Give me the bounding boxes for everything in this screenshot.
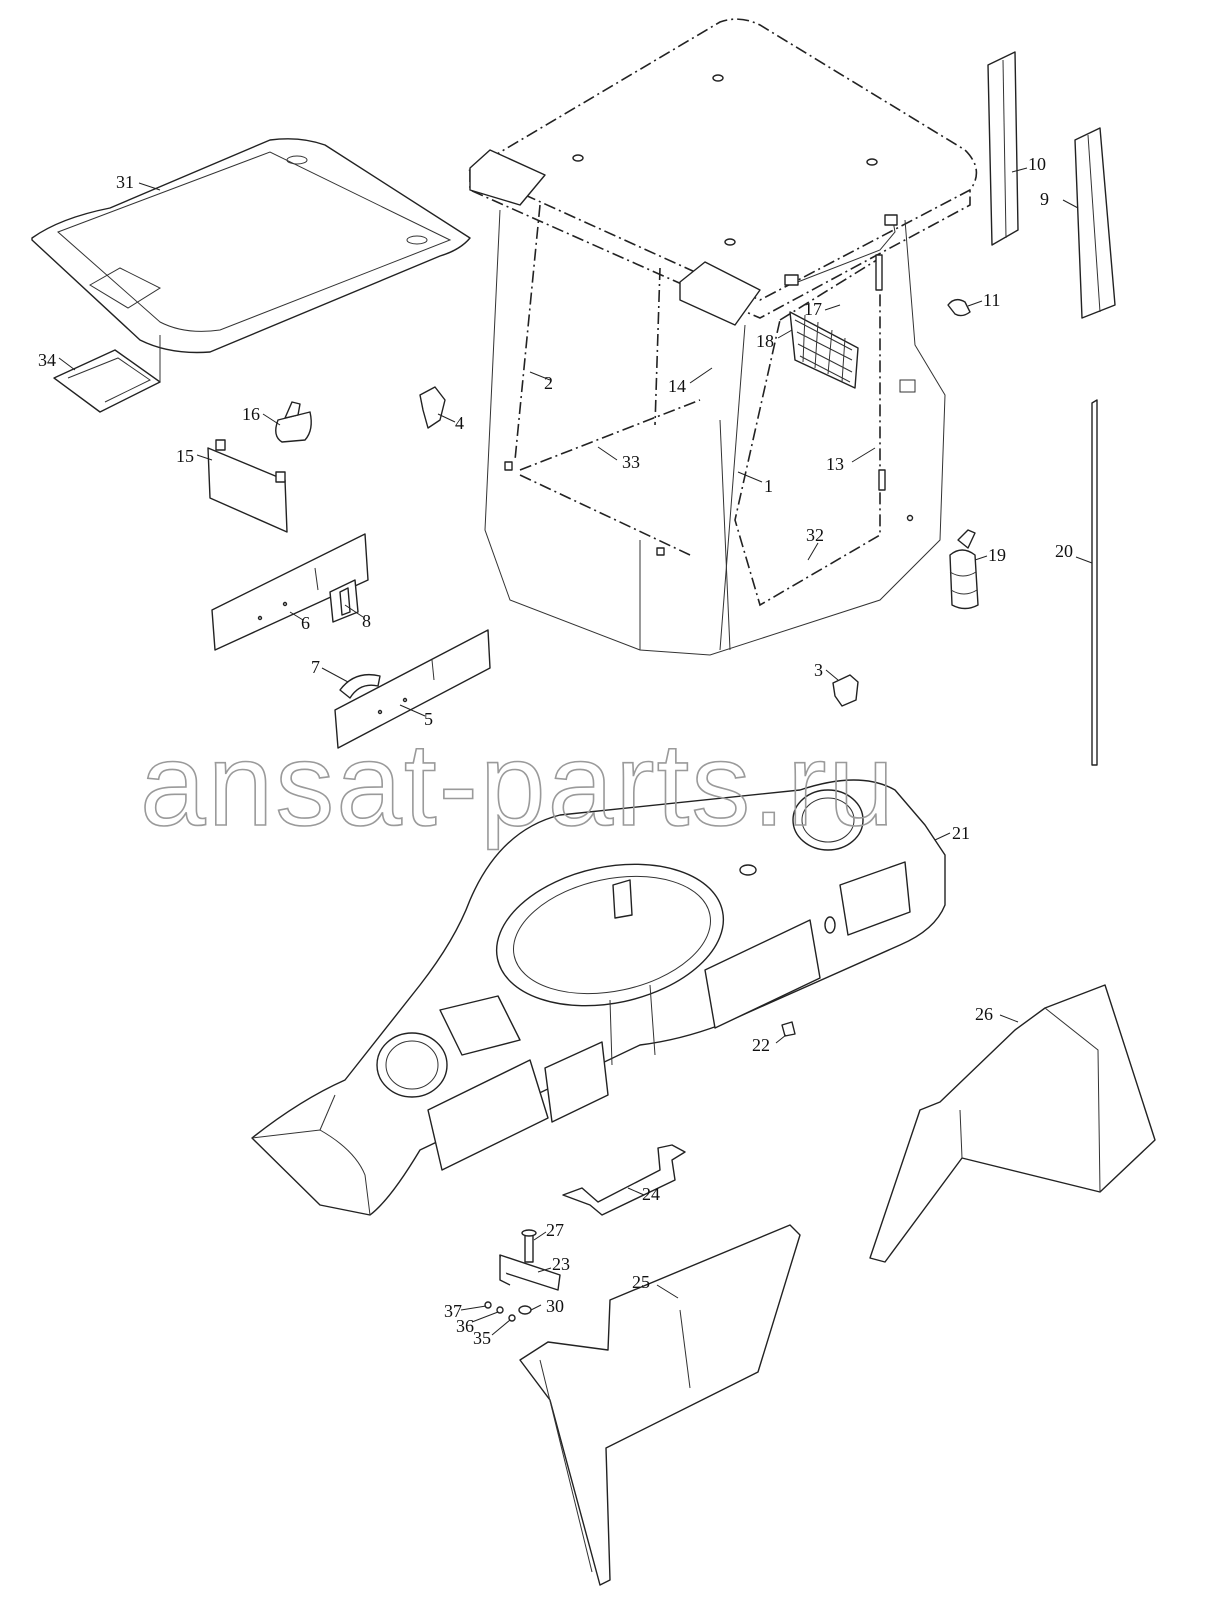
callout-24: 24	[642, 1184, 660, 1204]
screw	[781, 1021, 796, 1037]
fastener-set	[484, 1229, 561, 1322]
callout-23: 23	[552, 1254, 570, 1274]
callout-17: 17	[804, 299, 822, 319]
callout-10: 10	[1028, 154, 1046, 174]
callout-27: 27	[546, 1220, 564, 1240]
trim-panel-lower	[334, 629, 491, 749]
channel-strip	[987, 51, 1019, 246]
callout-31: 31	[116, 172, 134, 192]
mesh-grille	[789, 311, 859, 389]
callout-1: 1	[764, 476, 773, 496]
callout-15: 15	[176, 446, 194, 466]
dashboard	[251, 779, 946, 1216]
callout-30: 30	[546, 1296, 564, 1316]
callout-33: 33	[622, 452, 640, 472]
leader-lines	[58, 167, 1093, 1336]
callout-13: 13	[826, 454, 844, 474]
bracket-small	[419, 386, 446, 429]
callout-5: 5	[424, 709, 433, 729]
side-trim-right	[869, 984, 1156, 1263]
callout-9: 9	[1040, 189, 1049, 209]
watermark-text: ansat-parts.ru	[140, 719, 896, 851]
callout-6: 6	[301, 613, 310, 633]
side-trim-left	[519, 1224, 801, 1586]
grab-handle	[339, 673, 381, 699]
bracket-clip	[832, 674, 859, 707]
air-deflector	[53, 335, 161, 413]
callout-36: 36	[456, 1316, 474, 1336]
callout-20: 20	[1055, 541, 1073, 561]
mirror	[275, 401, 312, 443]
callout-4: 4	[455, 413, 464, 433]
callout-2: 2	[544, 373, 553, 393]
sun-visor	[207, 439, 288, 533]
callout-labels: 1 2 3 4 5 6 7 8 9 10 11 13 14 15 16 17 1…	[38, 154, 1073, 1348]
angle-strip	[1074, 127, 1116, 319]
callout-32: 32	[806, 525, 824, 545]
callout-8: 8	[362, 611, 371, 631]
callout-16: 16	[242, 404, 260, 424]
callout-25: 25	[632, 1272, 650, 1292]
callout-34: 34	[38, 350, 56, 370]
callout-26: 26	[975, 1004, 993, 1024]
callout-18: 18	[756, 331, 774, 351]
callout-14: 14	[668, 376, 686, 396]
mounting-bracket	[562, 1144, 686, 1216]
roof-liner	[31, 138, 471, 354]
switch-plate	[329, 579, 359, 623]
callout-7: 7	[311, 657, 320, 677]
seal-strip	[1091, 399, 1098, 766]
fire-extinguisher	[949, 529, 979, 610]
trim-panel-upper	[211, 533, 369, 651]
callout-19: 19	[988, 545, 1006, 565]
callout-21: 21	[952, 823, 970, 843]
coat-hook	[947, 298, 971, 317]
callout-37: 37	[444, 1301, 462, 1321]
callout-11: 11	[983, 290, 1000, 310]
callout-22: 22	[752, 1035, 770, 1055]
callout-3: 3	[814, 660, 823, 680]
cab-body	[468, 18, 978, 656]
callout-35: 35	[473, 1328, 491, 1348]
